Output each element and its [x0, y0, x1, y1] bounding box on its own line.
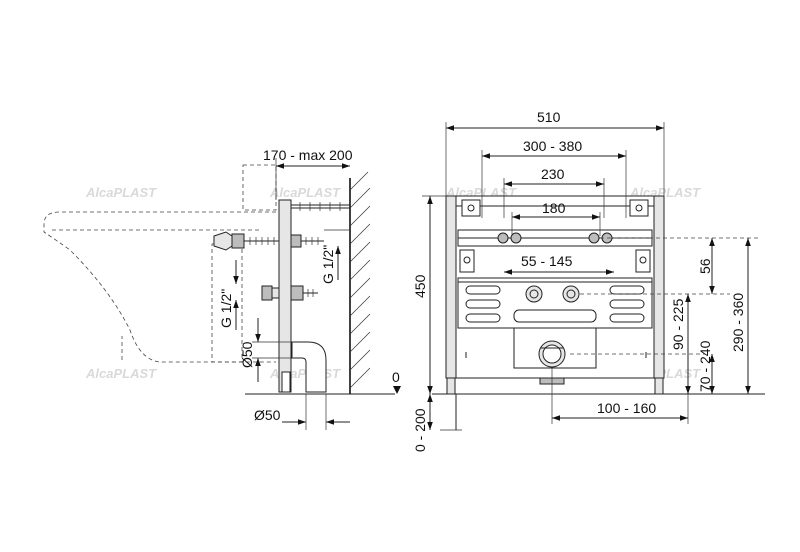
dimension-width-range-2-label: 230	[541, 166, 565, 182]
water-inlet-left	[497, 232, 509, 244]
outlet-fitting-right	[562, 285, 580, 303]
water-inlet-right	[588, 232, 600, 244]
dimension-outlet-spacing-label: 55 - 145	[521, 253, 573, 269]
outlet-fitting-left	[525, 285, 543, 303]
dimension-floor-adjust-label: 0 - 200	[412, 408, 428, 452]
pipe-diameter-lower-label: Ø50	[254, 407, 281, 423]
wall	[349, 171, 371, 394]
side-view: 170 - max 200 G 1/2" G 1/2" Ø50 Ø50	[43, 147, 395, 430]
zero-mark-label: 0	[392, 369, 400, 385]
water-valve-lower	[261, 285, 318, 301]
frame-leg-left	[446, 377, 456, 395]
dimension-total-width-label: 510	[537, 109, 561, 125]
frame-leg-right	[654, 377, 664, 395]
watermark-logo: AlcaPLAST	[269, 185, 341, 200]
bidet-outline	[43, 211, 276, 363]
frame-foot	[281, 371, 291, 393]
front-view: 0	[392, 109, 765, 452]
water-valve-upper	[213, 231, 324, 251]
pipe-diameter-upper-label: Ø50	[239, 341, 255, 368]
dimension-290-360-label: 290 - 360	[730, 293, 746, 352]
dimension-depth-label: 170 - max 200	[263, 147, 353, 163]
frame-upright	[278, 199, 292, 393]
thread-size-lower-label: G 1/2"	[218, 289, 234, 328]
drain-elbow	[291, 341, 327, 393]
dimension-56-label: 56	[697, 258, 713, 274]
dimension-70-240-label: 70 - 240	[697, 340, 713, 392]
dimension-inlet-spacing-label: 180	[542, 200, 566, 216]
dimension-offset-label: 100 - 160	[597, 400, 656, 416]
dimension-90-225-label: 90 - 225	[670, 298, 686, 350]
dimension-height-label: 450	[412, 274, 428, 298]
thread-size-upper-label: G 1/2"	[320, 245, 336, 284]
dimension-width-range-1-label: 300 - 380	[523, 138, 582, 154]
wall-block-outline	[242, 164, 277, 211]
watermark-logo: AlcaPLAST	[85, 366, 157, 381]
frame-right-post	[653, 195, 665, 379]
frame	[445, 195, 665, 395]
frame-left-post	[445, 195, 457, 379]
watermark-logo: AlcaPLAST	[85, 185, 157, 200]
